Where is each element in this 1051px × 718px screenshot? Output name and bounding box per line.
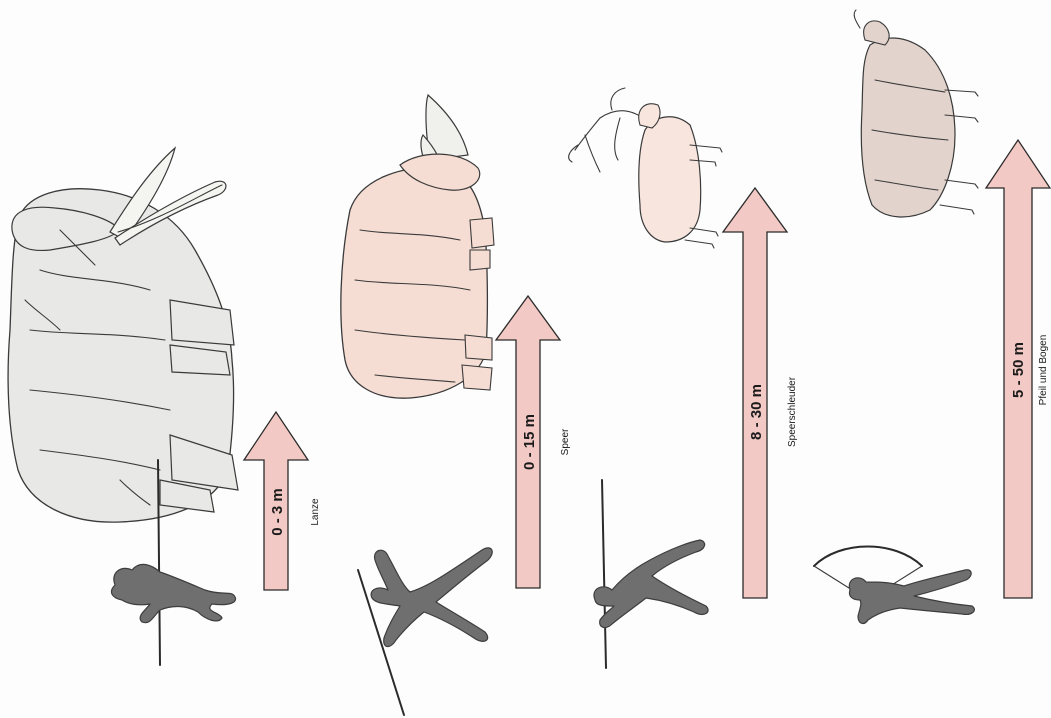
arrow-3: 8 - 30 m [723,188,787,598]
arrow-1: 0 - 3 m [244,412,308,590]
rhino-body [341,168,488,399]
rhino-leg-2 [470,250,490,270]
reindeer-icon [569,88,722,248]
woolly-rhino-icon [341,95,494,398]
hunter-4-silhouette [849,570,974,624]
hunter-3-silhouette [594,540,708,627]
arrow-1-range: 0 - 3 m [269,488,286,536]
reindeer-antlers [569,88,638,172]
bison-leg-4 [940,205,974,214]
spear-thrower-weapon [602,480,606,668]
bison-leg-3 [945,180,978,188]
arrow-2: 0 - 15 m [496,296,560,588]
hunter-2-silhouette [371,548,492,647]
rhino-leg-1 [470,218,494,248]
weapon-3-label: Speerschleuder [787,376,798,447]
weapon-1-label: Lanze [310,498,321,526]
weapon-2-label: Speer [560,428,571,455]
bison-icon [854,10,978,217]
arrow-3-range: 8 - 30 m [748,384,765,440]
hunter-1-silhouette [111,564,235,622]
weapon-4-label: Pfeil und Bogen [1038,335,1049,406]
reindeer-leg-3 [690,228,718,236]
bison-horn [854,10,860,28]
reindeer-leg-4 [685,240,714,248]
rhino-leg-4 [462,365,492,390]
bison-head [864,21,889,45]
arrow-4-range: 5 - 50 m [1010,342,1027,398]
mammoth-icon [8,148,238,522]
mammoth-leg-1 [170,300,234,345]
reindeer-body [639,117,701,242]
arrow-2-range: 0 - 15 m [521,414,538,470]
bison-body [861,38,955,217]
rhino-leg-3 [465,335,492,360]
